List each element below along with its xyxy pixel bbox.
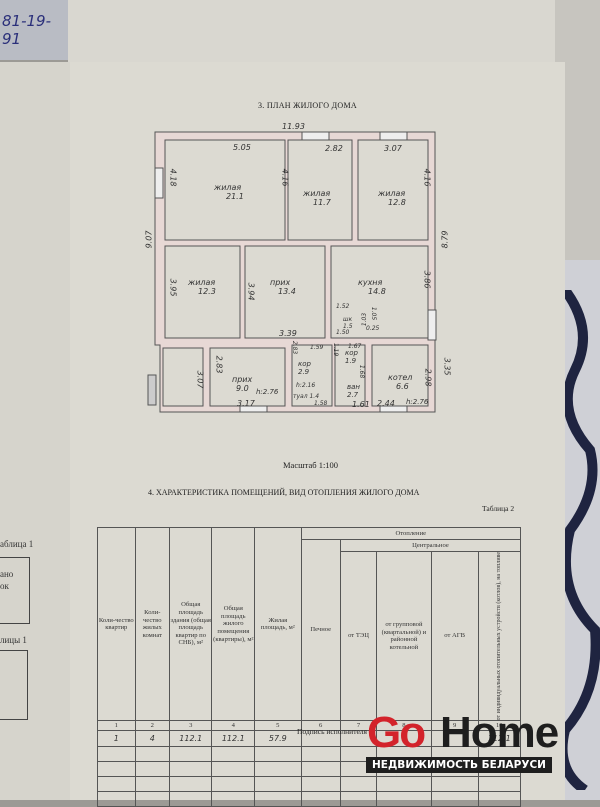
column-number: 2 (134, 720, 171, 732)
header-cell: Центральное (339, 539, 522, 552)
header-cell: от ТЭЦ (339, 550, 378, 722)
dimension: 9.07 (144, 230, 154, 249)
dimension: 3.17 (237, 399, 255, 408)
header-cell: от групповой (квартальной) и районной ко… (376, 550, 432, 722)
dimension: 8.79 (440, 230, 450, 249)
floor-plan (147, 131, 437, 413)
side-table (0, 557, 30, 624)
dimension: 1.59 (310, 344, 324, 351)
dimension: 1.05 (370, 306, 378, 321)
table-cell: 112.1 (169, 730, 213, 748)
dimension: 4.16 (422, 168, 432, 187)
header-cell: Коли-чество квартир (97, 526, 136, 722)
dimension: 1.68 (358, 364, 366, 379)
header-cell: Отопление (300, 527, 521, 540)
dimension: 4.16 (280, 168, 290, 187)
column-number: 1 (97, 720, 136, 732)
column-number: 3 (169, 720, 213, 732)
dimension: 1.19 (332, 342, 340, 357)
table-row-empty (97, 776, 522, 793)
logo-tagline: НЕДВИЖИМОСТЬ БЕЛАРУСИ (366, 757, 552, 773)
table-row-empty (97, 791, 522, 807)
dimension: 2.98 (423, 368, 433, 387)
dimension: 3.07 (195, 370, 205, 389)
dimension: 1.50 (336, 329, 350, 336)
dimension: 3.39 (279, 329, 297, 338)
header-cell: Печное (300, 538, 341, 722)
column-number: 5 (254, 720, 302, 732)
dimension: 1.61 (352, 400, 370, 409)
logo-go: Go (367, 708, 426, 757)
header-cell: от АГВ (430, 550, 479, 722)
header-cell: Общая площадь здания (общая площадь квар… (169, 526, 213, 722)
background-paper-top (68, 0, 558, 62)
table-cell: 112.1 (211, 730, 256, 748)
header-cell: Коли-чество жилых комнат (134, 526, 171, 722)
dimension: 3.86 (422, 270, 432, 289)
table-label: Таблица 2 (482, 504, 515, 513)
dimension: 11.93 (282, 122, 305, 131)
dimension: 4.18 (168, 168, 178, 187)
table-cell: 4 (134, 730, 171, 748)
height-label: h:2.76 (406, 398, 429, 406)
table-cell: 57.9 (254, 730, 302, 748)
header-cell: Жилая площадь, м² (254, 526, 302, 722)
characteristics-table: Коли-чество квартир Коли-чество жилых ко… (97, 526, 522, 807)
plan-title: 3. ПЛАН ЖИЛОГО ДОМА (258, 101, 357, 110)
tablecloth-pattern (557, 290, 600, 790)
dimension: 2.83 (214, 355, 224, 374)
height-label: h:2.76 (256, 388, 279, 396)
dimension: 5.05 (233, 143, 251, 152)
header-cell: от индивидуальных отопительных устройств… (477, 550, 522, 722)
header-cell: Общая площадь жилого помещения (квартиры… (211, 526, 256, 722)
dimension: 3.35 (442, 357, 452, 376)
side-label: лицы 1 (0, 635, 27, 645)
dimension: 2.83 (291, 340, 299, 355)
dimension: 1.58 (314, 400, 328, 407)
height-label: h:2.16 (296, 382, 316, 389)
side-label: аблица 1 (0, 539, 34, 549)
dimension: 1.52 (336, 303, 350, 310)
background-paper: 81-19-91 (0, 0, 70, 60)
plan-scale: Масштаб 1:100 (283, 460, 339, 470)
dimension: 0.25 (366, 325, 380, 332)
dimension: 3.94 (246, 282, 256, 301)
dimension: 3.95 (168, 278, 178, 297)
side-text: ано (0, 569, 14, 579)
side-sheet: аблица 1 ано ок лицы 1 (0, 62, 75, 800)
signature-label: Подпись исполнителя (297, 727, 367, 736)
side-text: ок (0, 581, 9, 591)
logo-home: Home (440, 708, 559, 757)
header-cell-vertical: от индивидуальных отопительных устройств… (495, 552, 502, 721)
handwritten-note: 81-19-91 (2, 12, 51, 48)
column-number: 4 (211, 720, 256, 732)
table-cell: 1 (97, 730, 136, 748)
section-title: 4. ХАРАКТЕРИСТИКА ПОМЕЩЕНИЙ, ВИД ОТОПЛЕН… (148, 488, 420, 497)
dimension: 2.82 (325, 144, 343, 153)
side-table (0, 650, 28, 720)
dimension: 2.44 (377, 399, 395, 408)
dimension: 1.67 (348, 343, 362, 350)
room-label: туал 1.4 (293, 393, 320, 400)
dimension: 3.07 (384, 144, 402, 153)
